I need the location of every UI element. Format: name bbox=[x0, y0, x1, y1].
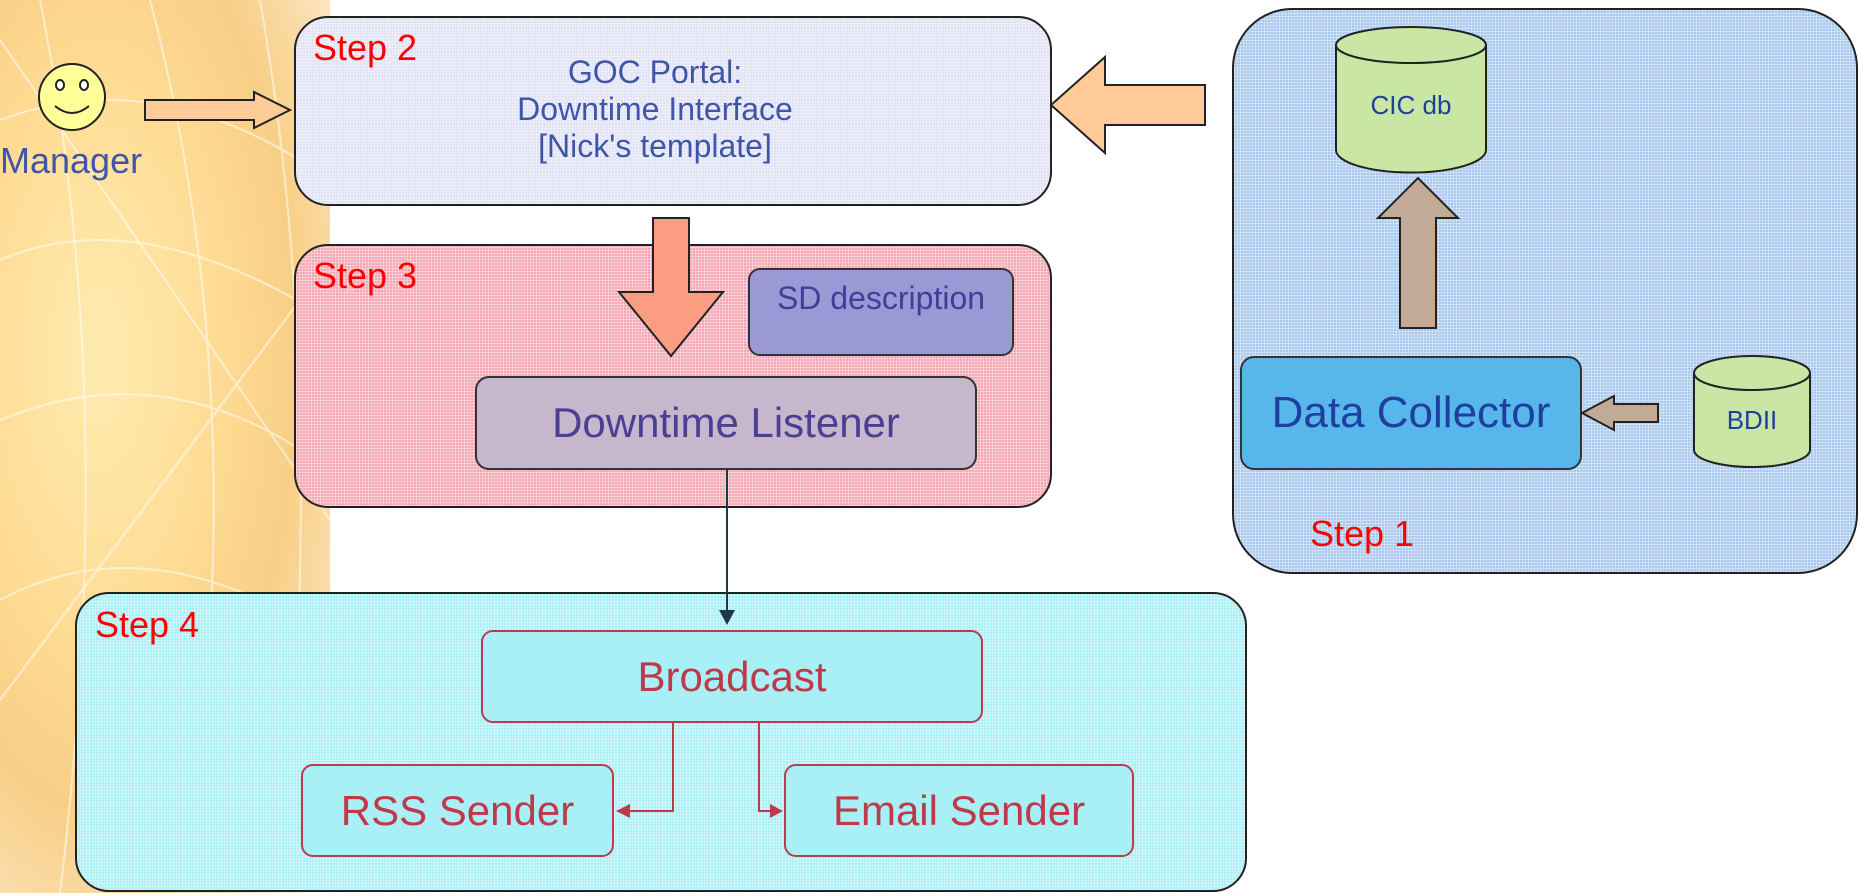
cic-db-cylinder[interactable] bbox=[1335, 26, 1487, 174]
step1-panel bbox=[1232, 8, 1858, 574]
step4-label: Step 4 bbox=[95, 604, 200, 645]
downtime-listener-box[interactable]: Downtime Listener bbox=[475, 376, 977, 470]
rss-sender-box[interactable]: RSS Sender bbox=[301, 764, 614, 857]
cic-to-portal-arrow bbox=[1049, 54, 1206, 156]
bdii-label: BDII bbox=[1726, 404, 1778, 435]
cic-db-label: CIC db bbox=[1370, 89, 1452, 120]
step2-panel bbox=[294, 16, 1052, 206]
goc-portal-title: GOC Portal: Downtime Interface [Nick's t… bbox=[420, 44, 890, 174]
broadcast-to-rss-connector bbox=[616, 723, 674, 818]
manager-to-portal-arrow bbox=[144, 90, 293, 130]
step1-label: Step 1 bbox=[1310, 513, 1415, 554]
broadcast-box[interactable]: Broadcast bbox=[481, 630, 983, 723]
goc-portal-line3: [Nick's template] bbox=[538, 127, 772, 164]
portal-to-listener-arrow bbox=[616, 217, 726, 358]
bdii-to-collector-arrow bbox=[1579, 394, 1659, 432]
data-collector-box[interactable]: Data Collector bbox=[1240, 356, 1582, 470]
step3-label: Step 3 bbox=[313, 255, 418, 296]
sd-description-box[interactable]: SD description bbox=[748, 268, 1014, 356]
manager-smiley-icon bbox=[38, 63, 106, 131]
goc-portal-line1: GOC Portal: bbox=[567, 53, 743, 90]
goc-portal-line2: Downtime Interface bbox=[517, 90, 793, 127]
manager-label: Manager bbox=[0, 140, 143, 181]
email-sender-box[interactable]: Email Sender bbox=[784, 764, 1134, 857]
collector-to-cicdb-arrow bbox=[1375, 176, 1461, 329]
bdii-cylinder[interactable] bbox=[1693, 355, 1811, 468]
listener-to-broadcast-connector bbox=[719, 470, 735, 625]
step2-label: Step 2 bbox=[313, 27, 418, 68]
broadcast-to-email-connector bbox=[758, 723, 783, 818]
